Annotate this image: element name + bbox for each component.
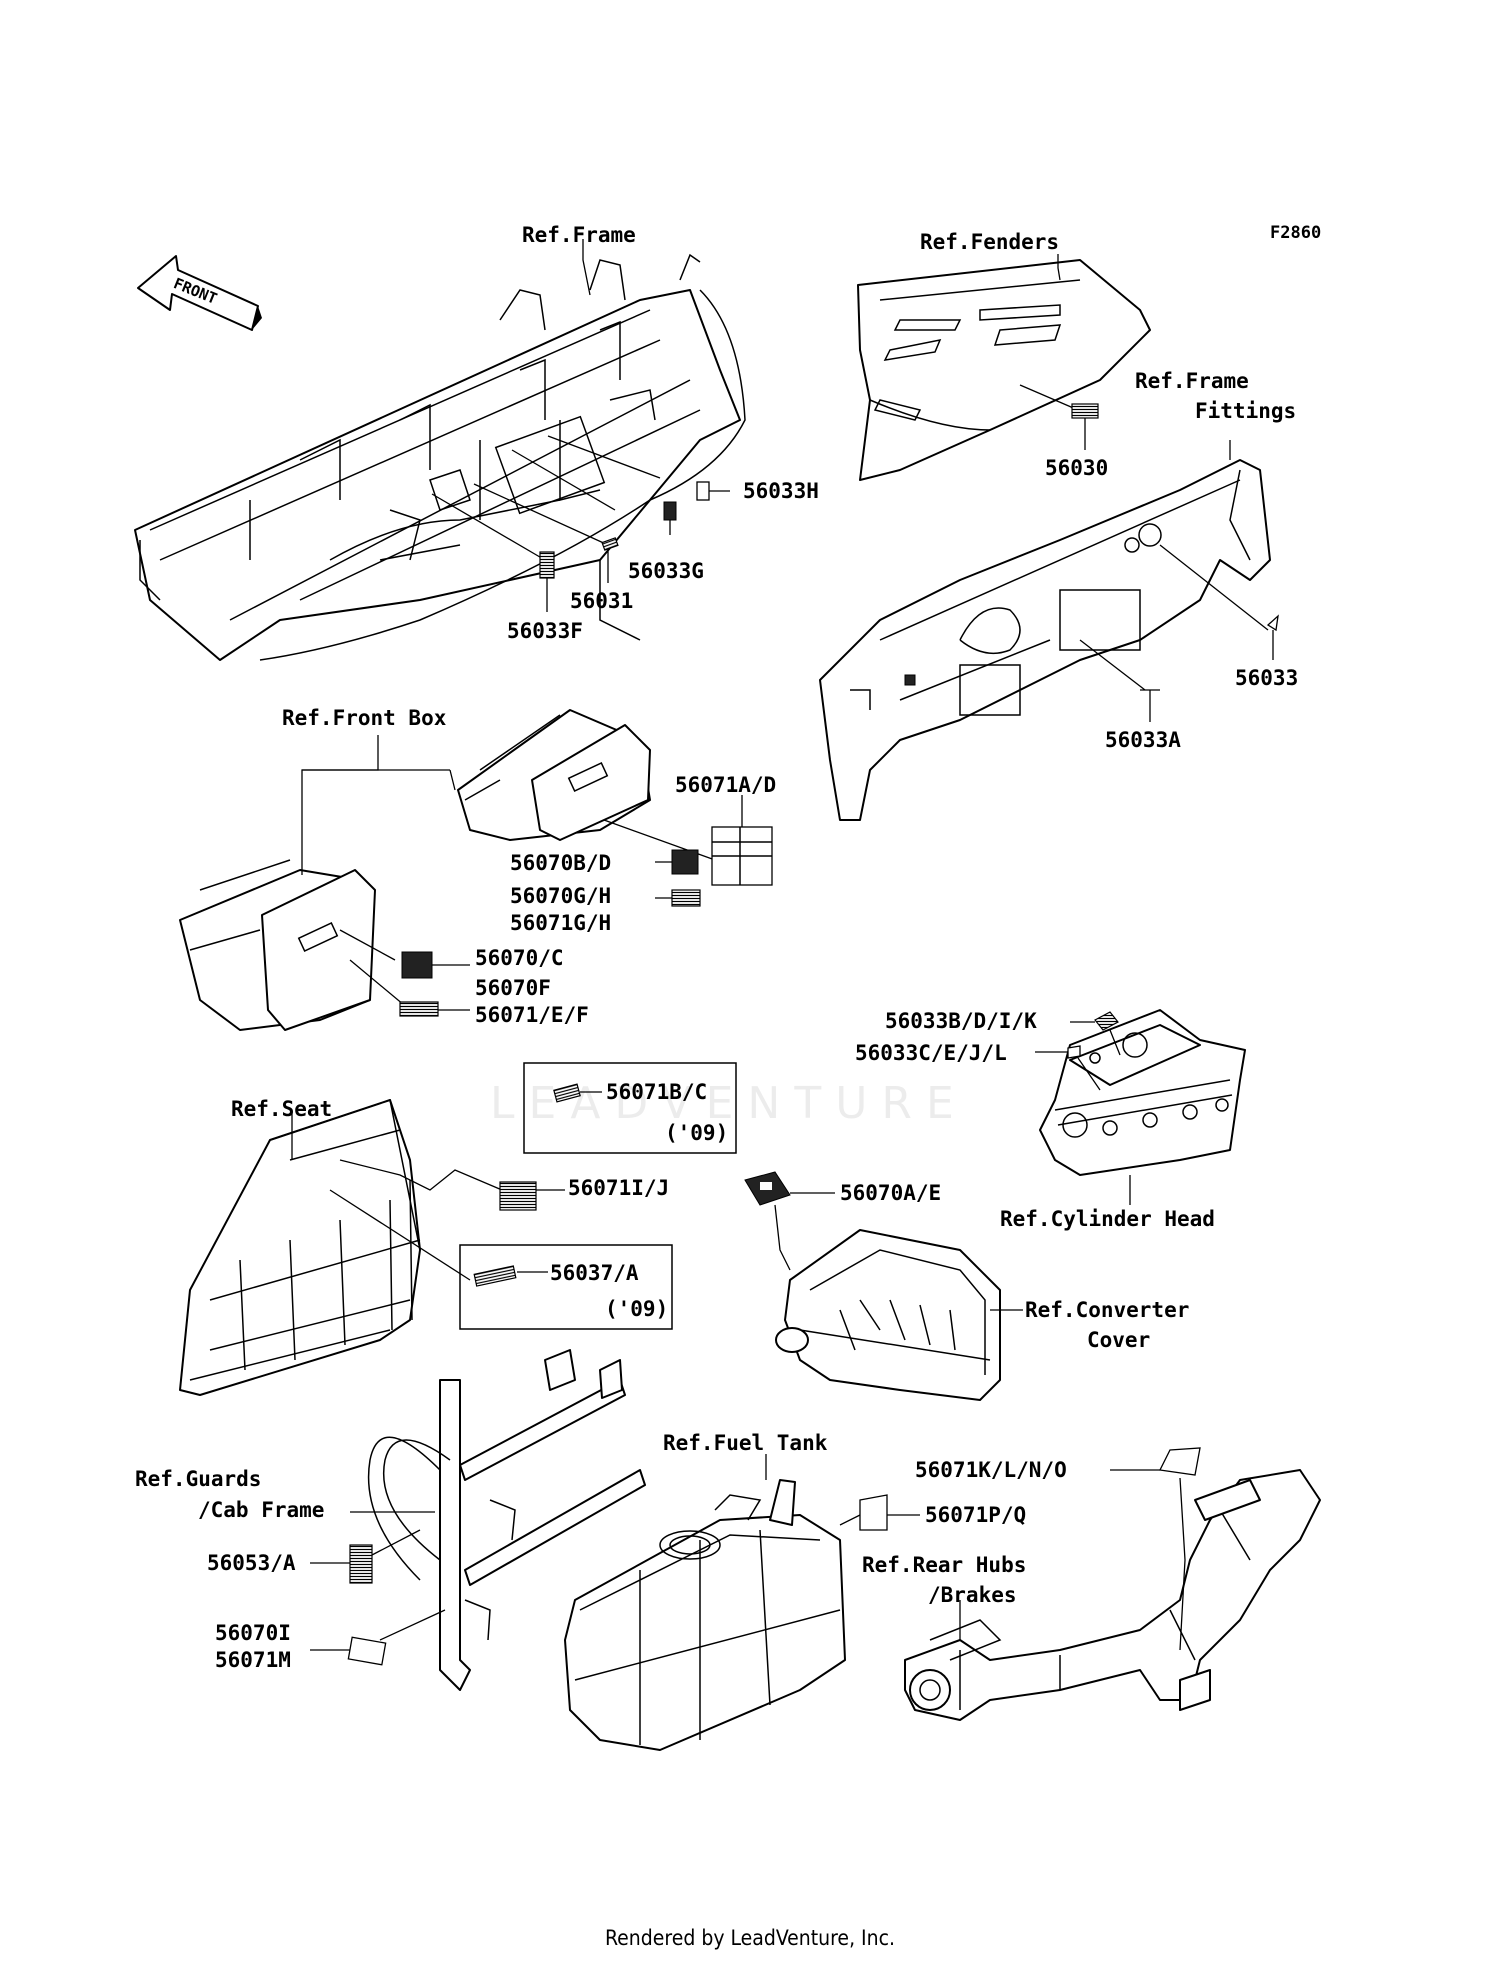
part-56031[interactable]: 56031	[570, 589, 633, 613]
front-box-upper-illustration	[457, 709, 651, 841]
part-56030[interactable]: 56030	[1045, 456, 1108, 480]
fuel-tank-illustration	[564, 1479, 846, 1751]
year-09-label-1: ('09)	[665, 1121, 728, 1145]
part-56070F[interactable]: 56070F	[475, 976, 551, 1000]
part-56071G-H[interactable]: 56071G/H	[510, 911, 611, 935]
part-56053-A[interactable]: 56053/A	[207, 1551, 296, 1575]
part-56033C-E-J-L[interactable]: 56033C/E/J/L	[855, 1041, 1007, 1065]
ref-converter-cover-label-2: Cover	[1087, 1328, 1150, 1352]
part-56070B-D[interactable]: 56070B/D	[510, 851, 611, 875]
frame-fittings-illustration	[819, 459, 1271, 821]
optional-09-box-2	[459, 1244, 673, 1330]
part-56070G-H[interactable]: 56070G/H	[510, 884, 611, 908]
part-56071P-Q[interactable]: 56071P/Q	[925, 1503, 1026, 1527]
ref-seat-label: Ref.Seat	[231, 1097, 332, 1121]
part-56037-A[interactable]: 56037/A	[550, 1261, 639, 1285]
cylinder-head-illustration	[1039, 1009, 1246, 1176]
ref-rear-hubs-label-1: Ref.Rear Hubs	[862, 1553, 1026, 1577]
ref-guards-label-1: Ref.Guards	[135, 1467, 261, 1491]
front-box-lower-illustration	[179, 859, 376, 1031]
part-56070A-E[interactable]: 56070A/E	[840, 1181, 941, 1205]
part-56033G[interactable]: 56033G	[628, 559, 704, 583]
part-56070-C[interactable]: 56070/C	[475, 946, 564, 970]
part-56033[interactable]: 56033	[1235, 666, 1298, 690]
footer-credit: Rendered by LeadVenture, Inc.	[605, 1926, 895, 1950]
ref-rear-hubs-label-2: /Brakes	[928, 1583, 1017, 1607]
part-56033B-D-I-K[interactable]: 56033B/D/I/K	[885, 1009, 1037, 1033]
ref-cylinder-head-label: Ref.Cylinder Head	[1000, 1207, 1215, 1231]
part-56071B-C[interactable]: 56071B/C	[606, 1080, 707, 1104]
ref-converter-cover-label-1: Ref.Converter	[1025, 1298, 1189, 1322]
ref-frame-fittings-label-2: Fittings	[1195, 399, 1296, 423]
part-56071M[interactable]: 56071M	[215, 1648, 291, 1672]
part-56033A[interactable]: 56033A	[1105, 728, 1181, 752]
part-56071I-J[interactable]: 56071I/J	[568, 1176, 669, 1200]
fenders-illustration	[857, 259, 1151, 481]
ref-fenders-label: Ref.Fenders	[920, 230, 1059, 254]
ref-frame-fittings-label-1: Ref.Frame	[1135, 369, 1249, 393]
part-56071A-D[interactable]: 56071A/D	[675, 773, 776, 797]
part-56033H[interactable]: 56033H	[743, 479, 819, 503]
diagram-code: F2860	[1270, 223, 1321, 243]
part-56071K-L-N-O[interactable]: 56071K/L/N/O	[915, 1458, 1067, 1482]
converter-cover-illustration	[775, 1229, 1001, 1401]
watermark-text: LEADVENTURE	[490, 1078, 968, 1129]
part-56033F[interactable]: 56033F	[507, 619, 583, 643]
ref-frame-label: Ref.Frame	[522, 223, 636, 247]
optional-09-box-1	[523, 1062, 737, 1154]
front-arrow-icon: FRONT	[137, 255, 262, 331]
ref-front-box-label: Ref.Front Box	[282, 706, 447, 730]
part-56071-E-F[interactable]: 56071/E/F	[475, 1003, 589, 1027]
part-56070I[interactable]: 56070I	[215, 1621, 291, 1645]
ref-fuel-tank-label: Ref.Fuel Tank	[663, 1431, 828, 1455]
ref-guards-label-2: /Cab Frame	[198, 1498, 324, 1522]
rear-hubs-brakes-illustration	[904, 1469, 1321, 1721]
frame-illustration	[134, 253, 746, 661]
guards-cab-frame-illustration	[367, 1349, 646, 1691]
seat-illustration	[179, 1099, 421, 1396]
year-09-label-2: ('09)	[605, 1297, 668, 1321]
